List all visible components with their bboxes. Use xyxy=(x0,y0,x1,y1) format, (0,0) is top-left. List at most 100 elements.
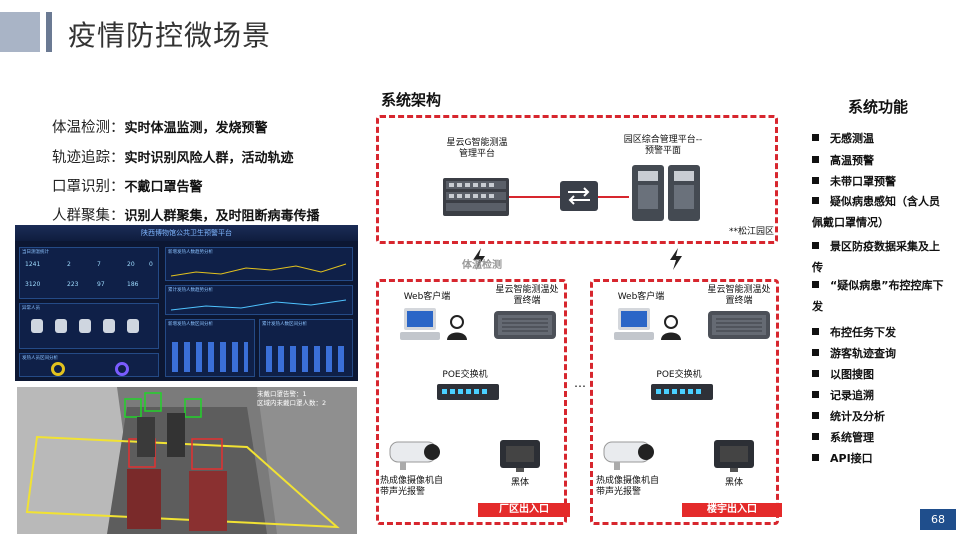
bullet-icon xyxy=(812,328,819,335)
thermal-camera-label: 热成像摄像机自带声光报警 xyxy=(596,476,660,497)
network-switch-icon xyxy=(560,181,598,211)
tower-server-icon xyxy=(630,163,702,223)
feature-key: 体温检测： xyxy=(52,120,125,136)
panel-title: 当日测温统计 xyxy=(22,250,49,255)
blackbody-icon xyxy=(498,438,542,472)
terminal-label: 星云智能测温处置终端 xyxy=(707,285,771,306)
page-title: 疫情防控微场景 xyxy=(68,19,272,52)
platform-label: 星云G智能测温管理平台 xyxy=(446,138,508,159)
architecture-title: 系统架构 xyxy=(381,91,442,109)
feature-value: 实时体温监测，发烧预警 xyxy=(124,121,268,136)
dashboard-screenshot: 陕西博物馆公共卫生预警平台 当日测温统计 1241 2 7 20 0 3120 … xyxy=(15,225,358,381)
terminal-label: 星云智能测温处置终端 xyxy=(495,285,559,306)
poe-switch-label: POE交换机 xyxy=(442,370,488,380)
bullet-icon xyxy=(812,412,819,419)
panel-range: 发热人员区间分析 xyxy=(19,353,159,377)
feature-mask: 口罩识别：不戴口罩告警 xyxy=(52,175,203,196)
panel-new-range: 新增发热人数区间分析 xyxy=(165,319,255,377)
title-accent-block xyxy=(0,12,40,52)
camera-alert-line: 未戴口罩告警：1 xyxy=(257,390,307,398)
function-item: 未带口罩预警 xyxy=(812,173,896,189)
feature-crowd: 人群聚集：识别人群聚集，及时阻断病毒传播 xyxy=(52,204,320,225)
function-item: 以图搜图 xyxy=(812,366,874,382)
dashboard-header: 陕西博物馆公共卫生预警平台 xyxy=(15,225,358,241)
bullet-icon xyxy=(812,433,819,440)
function-item: 景区防疫数据采集及上传 xyxy=(812,240,940,274)
function-item: 布控任务下发 xyxy=(812,324,896,340)
bullet-icon xyxy=(812,197,819,204)
face-thumbnail xyxy=(31,319,43,333)
zone-tag-building: 楼宇出入口 xyxy=(682,503,782,517)
bullet-icon xyxy=(812,349,819,356)
stat-value: 186 xyxy=(127,281,139,288)
panel-title: 累计发热人数区间分析 xyxy=(262,322,307,327)
thermal-camera-label: 热成像摄像机自带声光报警 xyxy=(380,476,444,497)
platform-box xyxy=(376,115,778,244)
feature-value: 识别人群聚集，及时阻断病毒传播 xyxy=(124,209,320,224)
function-item: 游客轨迹查询 xyxy=(812,345,896,361)
panel-total-range: 累计发热人数区间分析 xyxy=(259,319,353,377)
zone-box-factory xyxy=(376,279,567,525)
bullet-icon xyxy=(812,242,819,249)
blackbody-label: 黑体 xyxy=(510,478,529,488)
user-icon xyxy=(660,314,682,340)
poe-switch-icon xyxy=(651,382,713,402)
function-item: API接口 xyxy=(812,450,873,466)
panel-title: 新增发热人数区间分析 xyxy=(168,322,213,327)
function-item: 无感测温 xyxy=(812,130,874,146)
bullet-icon xyxy=(812,370,819,377)
bar-chart xyxy=(172,342,248,372)
computer-icon xyxy=(614,308,654,342)
bar-chart xyxy=(266,346,346,372)
feature-key: 人群聚集： xyxy=(52,208,125,224)
park-platform-label: 园区综合管理平台--预警平面 xyxy=(623,135,703,156)
bullet-icon xyxy=(812,281,819,288)
web-client-label: Web客户端 xyxy=(403,292,451,302)
face-thumbnail xyxy=(79,319,91,333)
feature-key: 口罩识别： xyxy=(52,179,125,195)
camera-alert-text: 未戴口罩告警：1 区域内未戴口罩人数：2 xyxy=(257,390,326,408)
stat-value: 7 xyxy=(97,261,101,268)
panel-title: 发热人员区间分析 xyxy=(22,356,58,361)
function-item: 统计及分析 xyxy=(812,408,885,424)
camera-scene xyxy=(17,387,357,534)
function-item: 系统管理 xyxy=(812,429,874,445)
stat-value: 20 xyxy=(127,261,135,268)
feature-tracking: 轨迹追踪：实时识别风险人群，活动轨迹 xyxy=(52,146,294,167)
thermal-camera-icon xyxy=(598,436,660,470)
donut-chart xyxy=(51,362,65,376)
donut-chart xyxy=(115,362,129,376)
camera-alert-line: 区域内未戴口罩人数：2 xyxy=(257,399,327,407)
ellipsis: … xyxy=(574,376,586,390)
function-item: 疑似病患感知（含人员佩戴口罩情况） xyxy=(812,195,940,229)
bullet-icon xyxy=(812,391,819,398)
panel-new-trend: 新增发热人数趋势分析 xyxy=(165,247,353,281)
page-number: 68 xyxy=(920,509,956,530)
trend-line-chart xyxy=(170,263,347,277)
functions-title: 系统功能 xyxy=(848,98,909,116)
poe-switch-label: POE交换机 xyxy=(656,370,702,380)
lightning-icon xyxy=(471,248,487,270)
zone-tag-factory: 厂区出入口 xyxy=(478,503,570,517)
function-item: “疑似病患”布控控库下发 xyxy=(812,279,944,313)
panel-daily-temp: 当日测温统计 xyxy=(19,247,159,299)
feature-value: 不戴口罩告警 xyxy=(124,180,203,195)
bullet-icon xyxy=(812,134,819,141)
thermal-camera-icon xyxy=(384,436,446,470)
zone-box-building xyxy=(590,279,779,525)
panel-title: 异常人员 xyxy=(22,306,40,311)
body-temp-watermark: 体温检测 xyxy=(462,260,502,271)
face-thumbnail xyxy=(127,319,139,333)
terminal-device-icon xyxy=(494,309,556,341)
stat-value: 1241 xyxy=(25,261,41,268)
feature-temperature: 体温检测：实时体温监测，发烧预警 xyxy=(52,116,268,137)
stat-value: 223 xyxy=(67,281,79,288)
stat-value: 3120 xyxy=(25,281,41,288)
feature-value: 实时识别风险人群，活动轨迹 xyxy=(124,151,294,166)
lightning-icon xyxy=(668,248,684,270)
bullet-icon xyxy=(812,156,819,163)
function-item: 高温预警 xyxy=(812,152,874,168)
panel-total-trend: 累计发热人数趋势分析 xyxy=(165,285,353,315)
site-label: **松江园区 xyxy=(728,227,774,237)
panel-title: 累计发热人数趋势分析 xyxy=(168,288,213,293)
